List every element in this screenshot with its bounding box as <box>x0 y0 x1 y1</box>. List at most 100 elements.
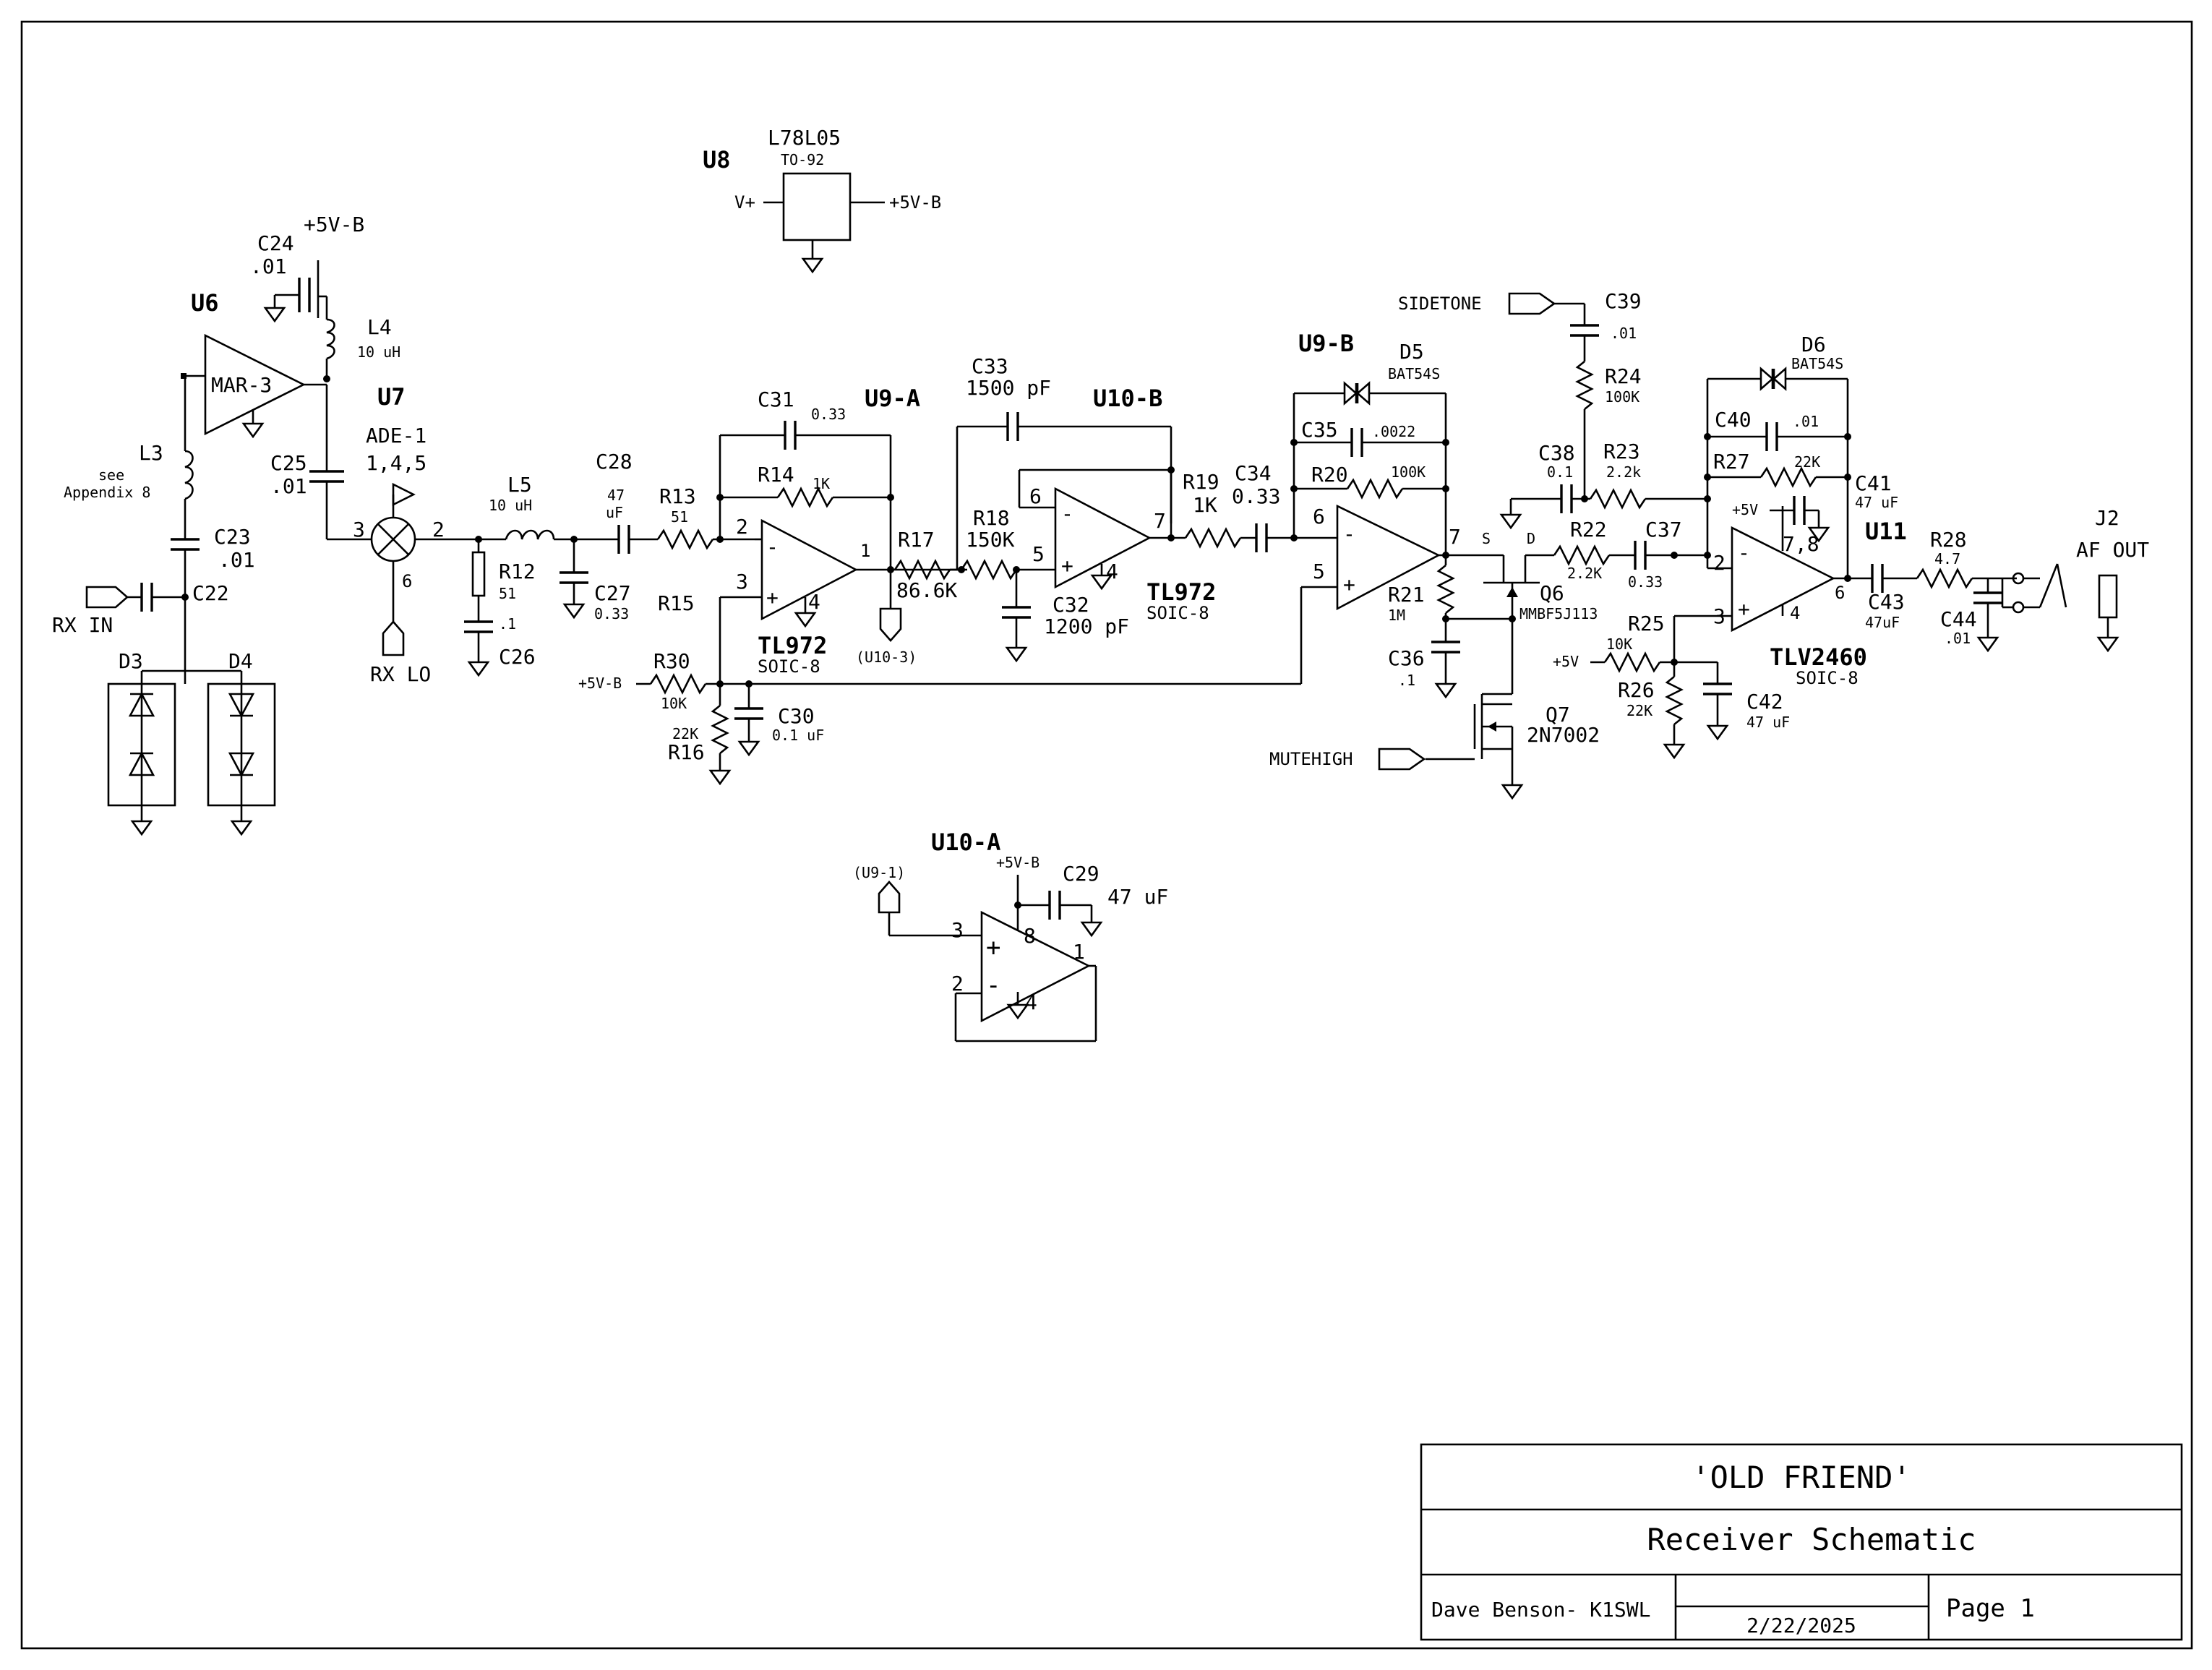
l3-note-2: Appendix 8 <box>64 484 150 501</box>
u11-opamp: - + 2 3 6 4 7,8 +5V U11 TLV2460 SOIC-8 <box>1553 333 1907 759</box>
u9b-plus: + <box>1343 573 1355 596</box>
u10a-pin4: 4 <box>1025 990 1037 1014</box>
c40-ref: C40 <box>1715 408 1752 432</box>
u9a-ref: U9-A <box>865 385 920 412</box>
u9b-pin5: 5 <box>1313 560 1325 583</box>
c24-ref: C24 <box>257 231 294 255</box>
u10a-minus: - <box>986 971 1000 1000</box>
r25-supply: +5V <box>1553 653 1579 670</box>
r23-ref: R23 <box>1603 440 1640 463</box>
r12-value: 51 <box>499 585 516 602</box>
l3-ref: L3 <box>139 441 163 465</box>
c31-value: 0.33 <box>811 406 846 423</box>
q6-source: S <box>1482 530 1491 547</box>
r24-value: 100K <box>1605 388 1639 406</box>
u11-ref: U11 <box>1865 518 1907 545</box>
c40-value: .01 <box>1793 413 1819 430</box>
c43-ref: C43 <box>1868 590 1905 614</box>
u9a-value: TL972 <box>758 632 827 659</box>
c32-ref: C32 <box>1053 593 1089 617</box>
d6-ref: D6 <box>1801 333 1826 356</box>
d4-ref: D4 <box>228 649 253 673</box>
page-number: Page 1 <box>1946 1594 2035 1623</box>
u9b-minus: - <box>1343 522 1355 546</box>
l5-ref: L5 <box>507 473 532 497</box>
q7-value: 2N7002 <box>1527 723 1600 747</box>
u10a-ref: U10-A <box>931 828 1000 856</box>
r18-ref: R18 <box>973 506 1010 530</box>
u10b-ref: U10-B <box>1093 385 1162 412</box>
u10b-section: R17 86.6K R18 150K C33 1500 pF C32 1200 … <box>893 354 1216 662</box>
sidetone-section: SIDETONE C39 .01 R24 100K C38 0.1 R23 2.… <box>1398 289 1707 529</box>
c39-value: .01 <box>1611 325 1637 342</box>
c41-ref: C41 <box>1855 471 1892 495</box>
c26-value: .1 <box>499 615 516 633</box>
r21-ref: R21 <box>1388 583 1425 607</box>
u11-package: SOIC-8 <box>1796 668 1859 688</box>
c28-value-1: 47 <box>607 487 625 504</box>
u10a-pin2: 2 <box>951 972 964 995</box>
c36-value: .1 <box>1398 672 1415 689</box>
c35-ref: C35 <box>1301 418 1338 442</box>
u9b-pin7: 7 <box>1449 525 1461 549</box>
c41-value: 47 uF <box>1855 494 1898 511</box>
r30-value: 10K <box>661 695 687 712</box>
u8-out-label: +5V-B <box>889 192 941 213</box>
c37-value: 0.33 <box>1628 573 1663 591</box>
u10b-minus: - <box>1061 502 1073 526</box>
c34-value: 0.33 <box>1232 484 1280 508</box>
u7-pin6: 6 <box>402 571 412 591</box>
u11-plus: + <box>1738 597 1750 621</box>
u8-in-label: V+ <box>734 192 755 213</box>
rx-lo-label: RX LO <box>370 662 431 686</box>
u9b-pin6: 6 <box>1313 505 1325 528</box>
r17-value: 86.6K <box>896 578 957 602</box>
r15-ref: R15 <box>658 591 695 615</box>
c38-ref: C38 <box>1538 441 1575 465</box>
output-section: C43 47uF R28 4.7 C44 .01 J2 AF OUT <box>1865 506 2149 652</box>
r17-ref: R17 <box>898 528 935 552</box>
c33-ref: C33 <box>972 354 1008 378</box>
c42-ref: C42 <box>1746 690 1783 714</box>
author: Dave Benson- K1SWL <box>1431 1598 1650 1622</box>
c43-value: 47uF <box>1865 614 1900 631</box>
c36-ref: C36 <box>1388 646 1425 670</box>
u9a-opamp: - + 2 3 1 4 R15 U9-A TL972 SOIC-8 C31 0.… <box>658 385 967 688</box>
c25-value: .01 <box>270 474 307 498</box>
u9a-pin3: 3 <box>736 570 748 594</box>
u7-pin3: 3 <box>353 518 365 541</box>
u10b-value: TL972 <box>1146 578 1216 606</box>
r24-ref: R24 <box>1605 364 1642 388</box>
u10a-pin1: 1 <box>1073 940 1085 964</box>
u9a-pin1: 1 <box>860 541 870 561</box>
project-title: 'OLD FRIEND' <box>1692 1460 1911 1495</box>
c24-value: .01 <box>250 254 287 278</box>
c28-value-2: uF <box>606 504 623 521</box>
c31-ref: C31 <box>758 387 794 411</box>
c39-ref: C39 <box>1605 289 1642 313</box>
c38-value: 0.1 <box>1547 463 1573 481</box>
j2-ref: J2 <box>2095 506 2119 530</box>
l5-value: 10 uH <box>489 497 532 514</box>
u9a-plus: + <box>766 586 779 609</box>
u10b-package: SOIC-8 <box>1146 603 1209 623</box>
c42-value: 47 uF <box>1746 714 1790 731</box>
u9a-minus: - <box>766 535 779 559</box>
q6-drain: D <box>1527 530 1535 547</box>
u7-pin2: 2 <box>432 518 445 541</box>
c27-value: 0.33 <box>594 605 629 622</box>
u7-mixer: U7 ADE-1 1,4,5 3 2 6 RX LO <box>353 383 506 686</box>
mutehigh-label: MUTEHIGH <box>1269 749 1353 769</box>
q6-value: MMBF5J113 <box>1519 605 1598 622</box>
u6-value: MAR-3 <box>211 373 272 397</box>
r27-value: 22K <box>1794 453 1820 471</box>
r19-value: 1K <box>1193 493 1217 517</box>
c29-value: 47 uF <box>1107 885 1168 909</box>
d6-value: BAT54S <box>1791 355 1843 372</box>
r26-ref: R26 <box>1618 678 1655 702</box>
u9b-ref: U9-B <box>1298 330 1354 357</box>
r13-value: 51 <box>671 508 688 526</box>
u6-amplifier: MAR-3 U6 L4 10 uH C24 .01 +5V-B C25 .01 <box>191 213 400 541</box>
d5-ref: D5 <box>1399 340 1424 364</box>
